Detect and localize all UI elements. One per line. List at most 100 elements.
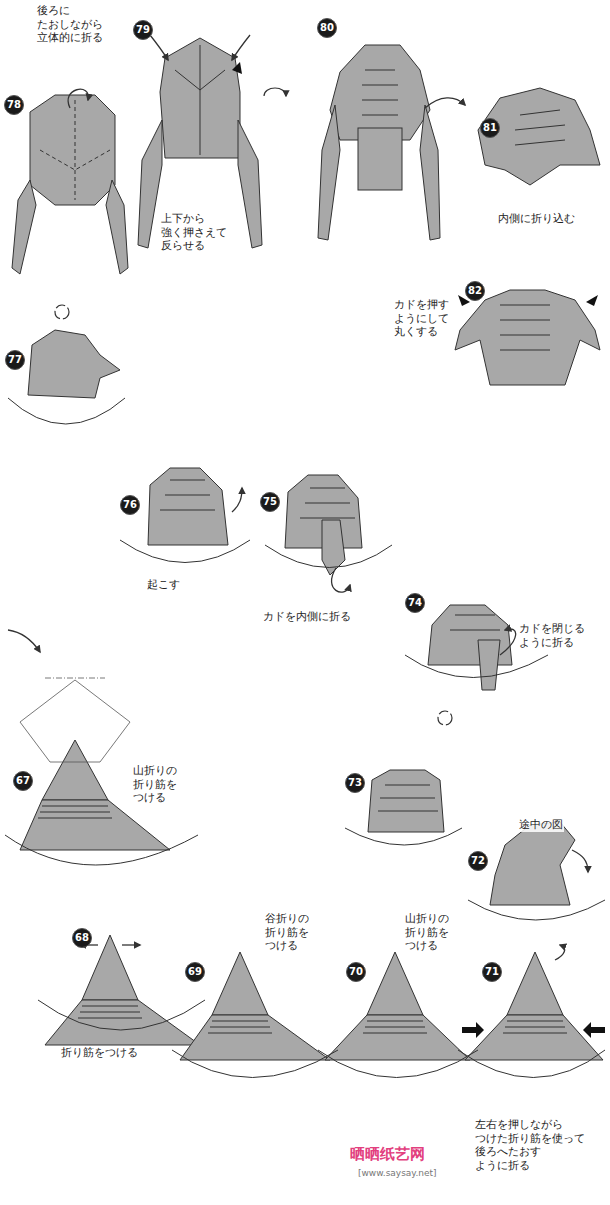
instruction-note: 谷折りの 折り筋を つける	[264, 912, 310, 953]
instruction-note: 山折りの 折り筋を つける	[132, 764, 178, 805]
step-figure	[160, 38, 240, 158]
reference-outline	[45, 678, 105, 679]
step-figure	[325, 1015, 470, 1060]
view-arc	[405, 655, 548, 678]
crease-line	[378, 785, 438, 811]
crease-line	[160, 480, 215, 510]
step-number-text: 77	[8, 355, 22, 365]
fold-arrow	[555, 945, 565, 960]
step-number-text: 80	[320, 23, 334, 33]
step-figure	[358, 128, 402, 190]
step-figure	[428, 605, 512, 665]
step-figure	[368, 770, 444, 832]
step-figure	[148, 468, 228, 545]
step-figure	[318, 105, 340, 240]
instruction-note: 起こす	[146, 578, 181, 592]
watermark-url: [www.saysay.net]	[358, 1168, 437, 1178]
step-number: 81	[480, 118, 500, 138]
step-number: 82	[465, 281, 485, 301]
instruction-note: 後ろに たおしながら 立体的に折る	[36, 4, 104, 45]
step-number-text: 70	[349, 967, 363, 977]
instruction-note: 途中の図	[518, 818, 564, 832]
instruction-note: 左右を押しながら つけた折り筋を使って 後ろへたおす ように折る	[474, 1118, 586, 1173]
step-number-text: 73	[348, 778, 362, 788]
step-number-text: 82	[468, 286, 482, 296]
step-number-text: 74	[408, 598, 422, 608]
step-figure	[106, 180, 128, 274]
view-arc	[265, 545, 392, 568]
step-number: 73	[345, 773, 365, 793]
step-figure	[465, 1015, 603, 1060]
step-figure	[28, 330, 120, 398]
step-number: 76	[120, 495, 140, 515]
crease-line	[500, 305, 550, 350]
crease-line	[300, 488, 355, 518]
reference-outline	[20, 680, 130, 762]
watermark: 晒晒纸艺网	[350, 1145, 425, 1164]
crease-line	[503, 1021, 567, 1033]
step-figure	[42, 740, 108, 800]
step-figure	[455, 290, 600, 385]
fold-arrow	[232, 35, 250, 60]
step-figure	[20, 800, 170, 850]
step-number: 67	[13, 771, 33, 791]
push-arrow	[583, 1022, 605, 1038]
step-number-text: 67	[16, 776, 30, 786]
view-arc	[5, 835, 198, 865]
step-figure	[478, 88, 600, 185]
fold-arrow	[150, 35, 168, 60]
step-number: 71	[482, 962, 502, 982]
step-number-text: 75	[263, 497, 277, 507]
fold-arrow	[500, 629, 516, 655]
step-number: 78	[4, 95, 24, 115]
step-figure	[12, 180, 36, 274]
step-number: 70	[346, 962, 366, 982]
crease-line	[40, 100, 110, 200]
instruction-note: 内側に折り込む	[497, 212, 576, 226]
step-figure	[12, 38, 603, 1060]
view-arc	[345, 828, 462, 845]
view-arc	[468, 900, 605, 920]
view-arc	[38, 1000, 205, 1030]
step-figure	[478, 640, 500, 690]
push-arrow	[586, 295, 598, 306]
view-arc	[120, 540, 250, 563]
step-figure	[238, 120, 262, 248]
view-arc	[172, 1050, 338, 1078]
turn-symbol	[264, 88, 286, 96]
step-number-text: 71	[485, 967, 499, 977]
step-number: 79	[133, 20, 153, 40]
step-number-text: 68	[75, 933, 89, 943]
step-number-text: 79	[136, 25, 150, 35]
crease-line	[78, 1006, 142, 1018]
crease-line	[175, 45, 225, 155]
step-number-text: 72	[471, 856, 485, 866]
crease-line	[515, 110, 565, 145]
step-figure	[367, 952, 423, 1015]
step-number: 80	[317, 18, 337, 38]
step-figure	[45, 1000, 200, 1045]
fold-arrow	[122, 944, 140, 945]
fold-arrow	[8, 35, 588, 960]
step-number: 72	[468, 851, 488, 871]
fold-arrow	[572, 850, 588, 872]
fold-arrow	[68, 89, 88, 108]
step-number: 68	[72, 928, 92, 948]
crease-line	[362, 70, 398, 115]
view-arc	[8, 398, 125, 424]
crease-line	[208, 1021, 272, 1033]
step-figure	[30, 95, 115, 205]
step-number-text: 78	[7, 100, 21, 110]
step-number: 69	[185, 962, 205, 982]
step-number-text: 69	[188, 967, 202, 977]
instruction-note: 山折りの 折り筋を つける	[404, 912, 450, 953]
step-figure	[180, 1015, 330, 1060]
step-figure	[420, 105, 440, 240]
step-figure	[138, 120, 162, 248]
fold-arrow	[332, 568, 350, 592]
instruction-note: 上下から 強く押さえて 反らせる	[160, 212, 228, 253]
instruction-note: カドを押す ようにして 丸くする	[393, 298, 450, 339]
turn-symbol	[55, 305, 69, 319]
view-arc	[318, 1050, 478, 1078]
step-figure	[330, 45, 430, 140]
